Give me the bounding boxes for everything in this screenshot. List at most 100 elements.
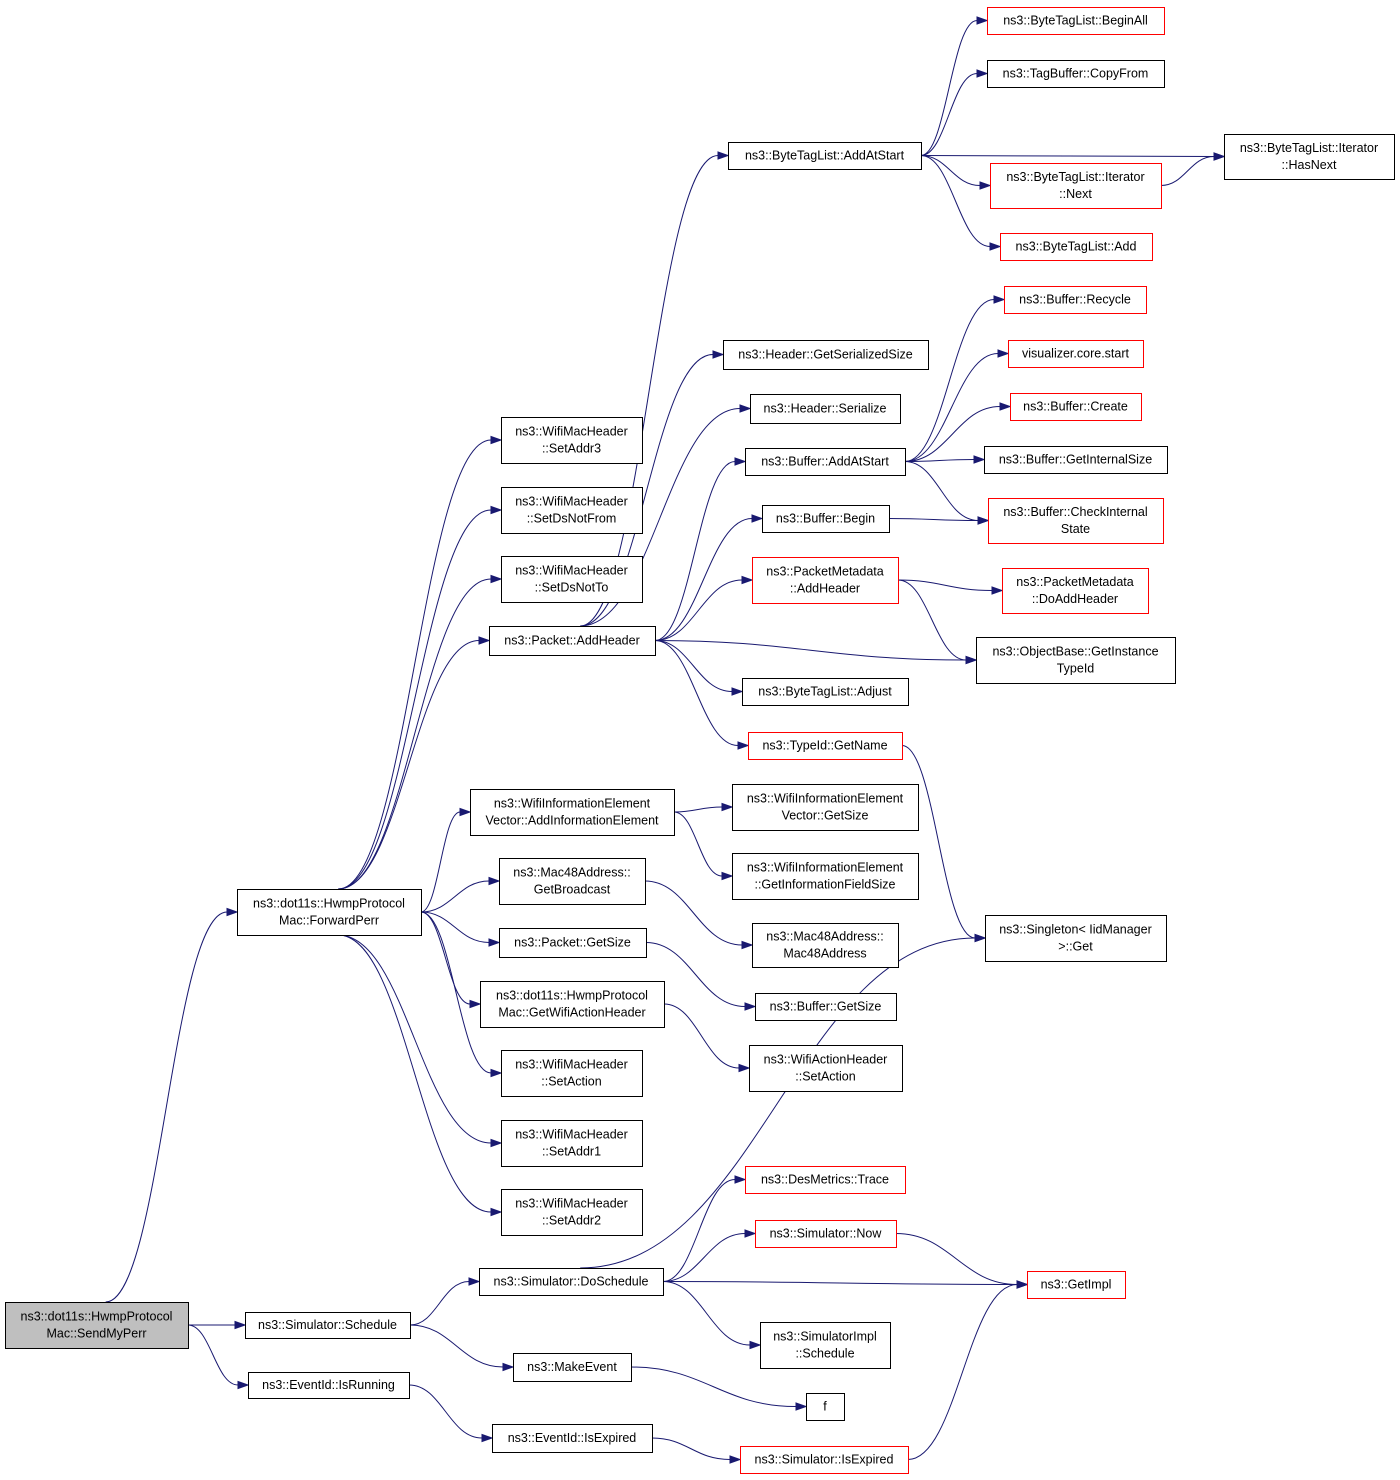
edge-line — [901, 745, 976, 939]
arrowhead-icon — [1213, 152, 1226, 161]
edge-line — [895, 1233, 1018, 1285]
node-label: ns3::Buffer::Create — [1023, 400, 1128, 414]
node-getwifiaction[interactable]: ns3::dot11s::HwmpProtocolMac::GetWifiAct… — [480, 981, 665, 1028]
node-bufgetinternal[interactable]: ns3::Buffer::GetInternalSize — [984, 446, 1168, 474]
node-getbroadcast[interactable]: ns3::Mac48Address::GetBroadcast — [499, 858, 646, 905]
node-desmetrics[interactable]: ns3::DesMetrics::Trace — [745, 1166, 906, 1194]
edge-line — [904, 461, 979, 521]
edge-line — [904, 299, 995, 462]
node-btladd[interactable]: ns3::ByteTagList::Add — [1000, 233, 1153, 261]
node-box — [745, 1166, 906, 1194]
node-bufbegin[interactable]: ns3::Buffer::Begin — [762, 505, 890, 533]
call-edge-addheader-to-pmaddheader — [654, 575, 754, 641]
node-getimpl[interactable]: ns3::GetImpl — [1027, 1271, 1126, 1299]
node-label: ns3::Mac48Address:: — [766, 930, 883, 944]
node-btlitnext[interactable]: ns3::ByteTagList::Iterator::Next — [990, 163, 1162, 209]
node-makeevent[interactable]: ns3::MakeEvent — [513, 1353, 632, 1382]
node-box — [513, 1353, 632, 1382]
node-pmdoaddheader[interactable]: ns3::PacketMetadata::DoAddHeader — [1002, 568, 1149, 614]
edge-line — [630, 1366, 797, 1407]
arrowhead-icon — [459, 807, 472, 817]
node-btlbeginall[interactable]: ns3::ByteTagList::BeginAll — [987, 7, 1165, 35]
node-fwdperr[interactable]: ns3::dot11s::HwmpProtocolMac::ForwardPer… — [237, 889, 422, 936]
node-box — [755, 993, 897, 1021]
node-wahsetaction[interactable]: ns3::WifiActionHeader::SetAction — [749, 1045, 903, 1092]
edge-line — [904, 353, 999, 462]
node-schedule[interactable]: ns3::Simulator::Schedule — [245, 1312, 411, 1339]
edge-line — [651, 1437, 731, 1460]
node-f[interactable]: f — [806, 1393, 845, 1421]
node-addinfoel[interactable]: ns3::WifiInformationElementVector::AddIn… — [470, 789, 675, 836]
node-label: Mac::GetWifiActionHeader — [498, 1006, 645, 1020]
call-edge-doschedule-to-simnow — [662, 1229, 757, 1282]
call-edge-schedule-to-doschedule — [409, 1277, 481, 1326]
node-box — [1224, 134, 1395, 180]
call-edge-simisexpired-to-getimpl — [907, 1280, 1029, 1460]
node-addheader[interactable]: ns3::Packet::AddHeader — [489, 626, 656, 656]
node-simnow[interactable]: ns3::Simulator::Now — [755, 1220, 897, 1248]
node-label: ns3::EventId::IsRunning — [262, 1378, 395, 1392]
arrowhead-icon — [721, 802, 734, 812]
node-btlithasnext[interactable]: ns3::ByteTagList::Iterator::HasNext — [1224, 134, 1395, 180]
call-edge-fwdperr-to-setaddr2 — [338, 934, 503, 1217]
arrowhead-icon — [234, 1320, 247, 1330]
node-isrunning[interactable]: ns3::EventId::IsRunning — [248, 1372, 410, 1399]
node-bufrecycle[interactable]: ns3::Buffer::Recycle — [1004, 286, 1147, 314]
node-label: ns3::WifiMacHeader — [515, 1197, 628, 1211]
node-wiegetinfofield[interactable]: ns3::WifiInformationElement::GetInformat… — [732, 853, 919, 900]
node-label: ns3::Simulator::Now — [770, 1227, 883, 1241]
call-edge-addheader-to-btladdatstart — [580, 151, 730, 627]
arrowhead-icon — [721, 871, 734, 881]
node-label: ns3::dot11s::HwmpProtocol — [253, 897, 405, 911]
node-mac48ctor[interactable]: ns3::Mac48Address::Mac48Address — [752, 923, 899, 968]
call-edge-btladdatstart-to-btlithasnext — [920, 152, 1226, 161]
node-btladdatstart[interactable]: ns3::ByteTagList::AddAtStart — [728, 142, 922, 170]
edge-line — [338, 578, 492, 890]
node-box — [723, 340, 929, 370]
node-typeidgetname[interactable]: ns3::TypeId::GetName — [748, 732, 903, 760]
node-setaddr2[interactable]: ns3::WifiMacHeader::SetAddr2 — [501, 1189, 643, 1236]
node-label: ns3::WifiMacHeader — [515, 1058, 628, 1072]
node-label: GetBroadcast — [534, 883, 611, 897]
node-wievgetsize[interactable]: ns3::WifiInformationElementVector::GetSi… — [732, 784, 919, 831]
node-setaddr1[interactable]: ns3::WifiMacHeader::SetAddr1 — [501, 1120, 643, 1167]
node-tagbufcopy[interactable]: ns3::TagBuffer::CopyFrom — [987, 60, 1165, 88]
node-setdsnotto[interactable]: ns3::WifiMacHeader::SetDsNotTo — [501, 556, 643, 603]
arrowhead-icon — [974, 933, 987, 943]
node-doschedule[interactable]: ns3::Simulator::DoSchedule — [479, 1268, 664, 1296]
arrowhead-icon — [999, 402, 1012, 411]
node-setaddr3[interactable]: ns3::WifiMacHeader::SetAddr3 — [501, 417, 643, 464]
node-label: ns3::WifiMacHeader — [515, 495, 628, 509]
call-edge-bufaddatstart-to-bufrecycle — [904, 295, 1006, 462]
node-vizstart[interactable]: visualizer.core.start — [1008, 340, 1144, 368]
node-singletonget[interactable]: ns3::Singleton< IidManager>::Get — [985, 915, 1167, 962]
node-hdrserialize[interactable]: ns3::Header::Serialize — [750, 394, 901, 424]
node-simisexpired[interactable]: ns3::Simulator::IsExpired — [740, 1446, 909, 1474]
arrowhead-icon — [741, 575, 754, 585]
node-simimplsched[interactable]: ns3::SimulatorImpl::Schedule — [760, 1322, 891, 1369]
node-box — [480, 981, 665, 1028]
node-setaction[interactable]: ns3::WifiMacHeader::SetAction — [501, 1050, 643, 1097]
node-label: ns3::PacketMetadata — [1016, 575, 1133, 589]
node-setdsnotfrom[interactable]: ns3::WifiMacHeader::SetDsNotFrom — [501, 487, 643, 534]
node-label: ns3::ByteTagList::AddAtStart — [745, 149, 905, 163]
arrowhead-icon — [729, 1455, 742, 1464]
node-pktgetsize[interactable]: ns3::Packet::GetSize — [499, 928, 647, 958]
node-pmaddheader[interactable]: ns3::PacketMetadata::AddHeader — [752, 557, 899, 604]
node-bufgetsize[interactable]: ns3::Buffer::GetSize — [755, 993, 897, 1021]
node-btladjust[interactable]: ns3::ByteTagList::Adjust — [742, 678, 909, 706]
node-label: Mac::ForwardPerr — [279, 914, 379, 928]
node-box — [732, 853, 919, 900]
node-bufcreate[interactable]: ns3::Buffer::Create — [1010, 393, 1142, 421]
node-box — [501, 417, 643, 464]
node-label: ns3::Buffer::GetInternalSize — [999, 453, 1152, 467]
node-box — [728, 142, 922, 170]
edge-line — [409, 1281, 470, 1326]
edge-line — [338, 509, 492, 890]
edge-line — [338, 439, 492, 890]
node-isexpired[interactable]: ns3::EventId::IsExpired — [492, 1424, 653, 1453]
node-hdrgetsersize[interactable]: ns3::Header::GetSerializedSize — [723, 340, 929, 370]
node-bufaddatstart[interactable]: ns3::Buffer::AddAtStart — [745, 448, 906, 476]
